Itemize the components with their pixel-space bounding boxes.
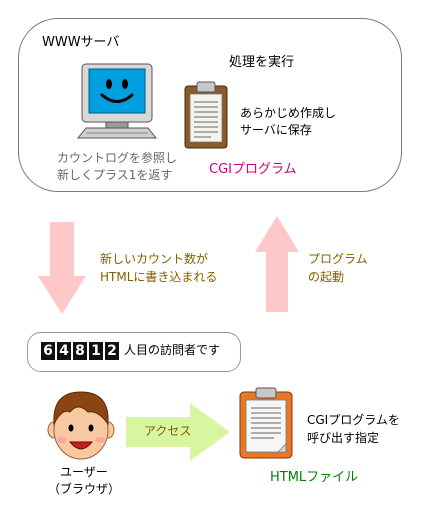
clipboard-caption-line1: あらかじめ作成し — [240, 106, 337, 120]
counter-digit: 2 — [105, 342, 119, 360]
computer-icon — [76, 63, 158, 139]
user-label-line1: ユーザー — [60, 465, 108, 479]
clipboard-caption-line2: サーバに保存 — [240, 123, 312, 137]
html-file-clipboard-icon — [239, 387, 293, 459]
pc-caption-line1: カウントログを参照し — [57, 151, 178, 165]
html-file-label: HTMLファイル — [270, 470, 359, 485]
cgi-program-label: CGIプログラム — [209, 162, 297, 177]
counter-digit: 6 — [41, 342, 55, 360]
user-face-icon — [47, 391, 115, 460]
down-arrow-label-line2: HTMLに書き込まれる — [100, 270, 218, 284]
counter-digits: 6 4 8 1 2 — [41, 342, 119, 360]
server-title: WWWサーバ — [42, 35, 120, 50]
counter-suffix: 人目の訪問者です — [124, 343, 221, 357]
up-arrow-label-line2: の起動 — [308, 270, 345, 284]
access-label: アクセス — [144, 424, 192, 438]
up-arrow — [255, 216, 299, 312]
down-arrow — [38, 222, 86, 314]
counter-digit: 8 — [73, 342, 87, 360]
html-file-caption-line1: CGIプログラムを — [307, 413, 400, 427]
counter-digit: 4 — [57, 342, 71, 360]
process-label: 処理を実行 — [229, 55, 295, 70]
up-arrow-label-line1: プログラム — [308, 252, 368, 266]
down-arrow-label-line1: 新しいカウント数が — [100, 252, 209, 266]
html-file-caption-line2: 呼び出す指定 — [307, 431, 380, 445]
visitor-counter-box — [27, 332, 241, 372]
access-arrow — [126, 403, 230, 461]
user-label-line2: （ブラウザ） — [48, 482, 121, 496]
pc-caption-line2: 新しくプラス1を返す — [57, 168, 173, 182]
counter-digit: 1 — [89, 342, 103, 360]
clipboard-icon — [184, 81, 228, 149]
